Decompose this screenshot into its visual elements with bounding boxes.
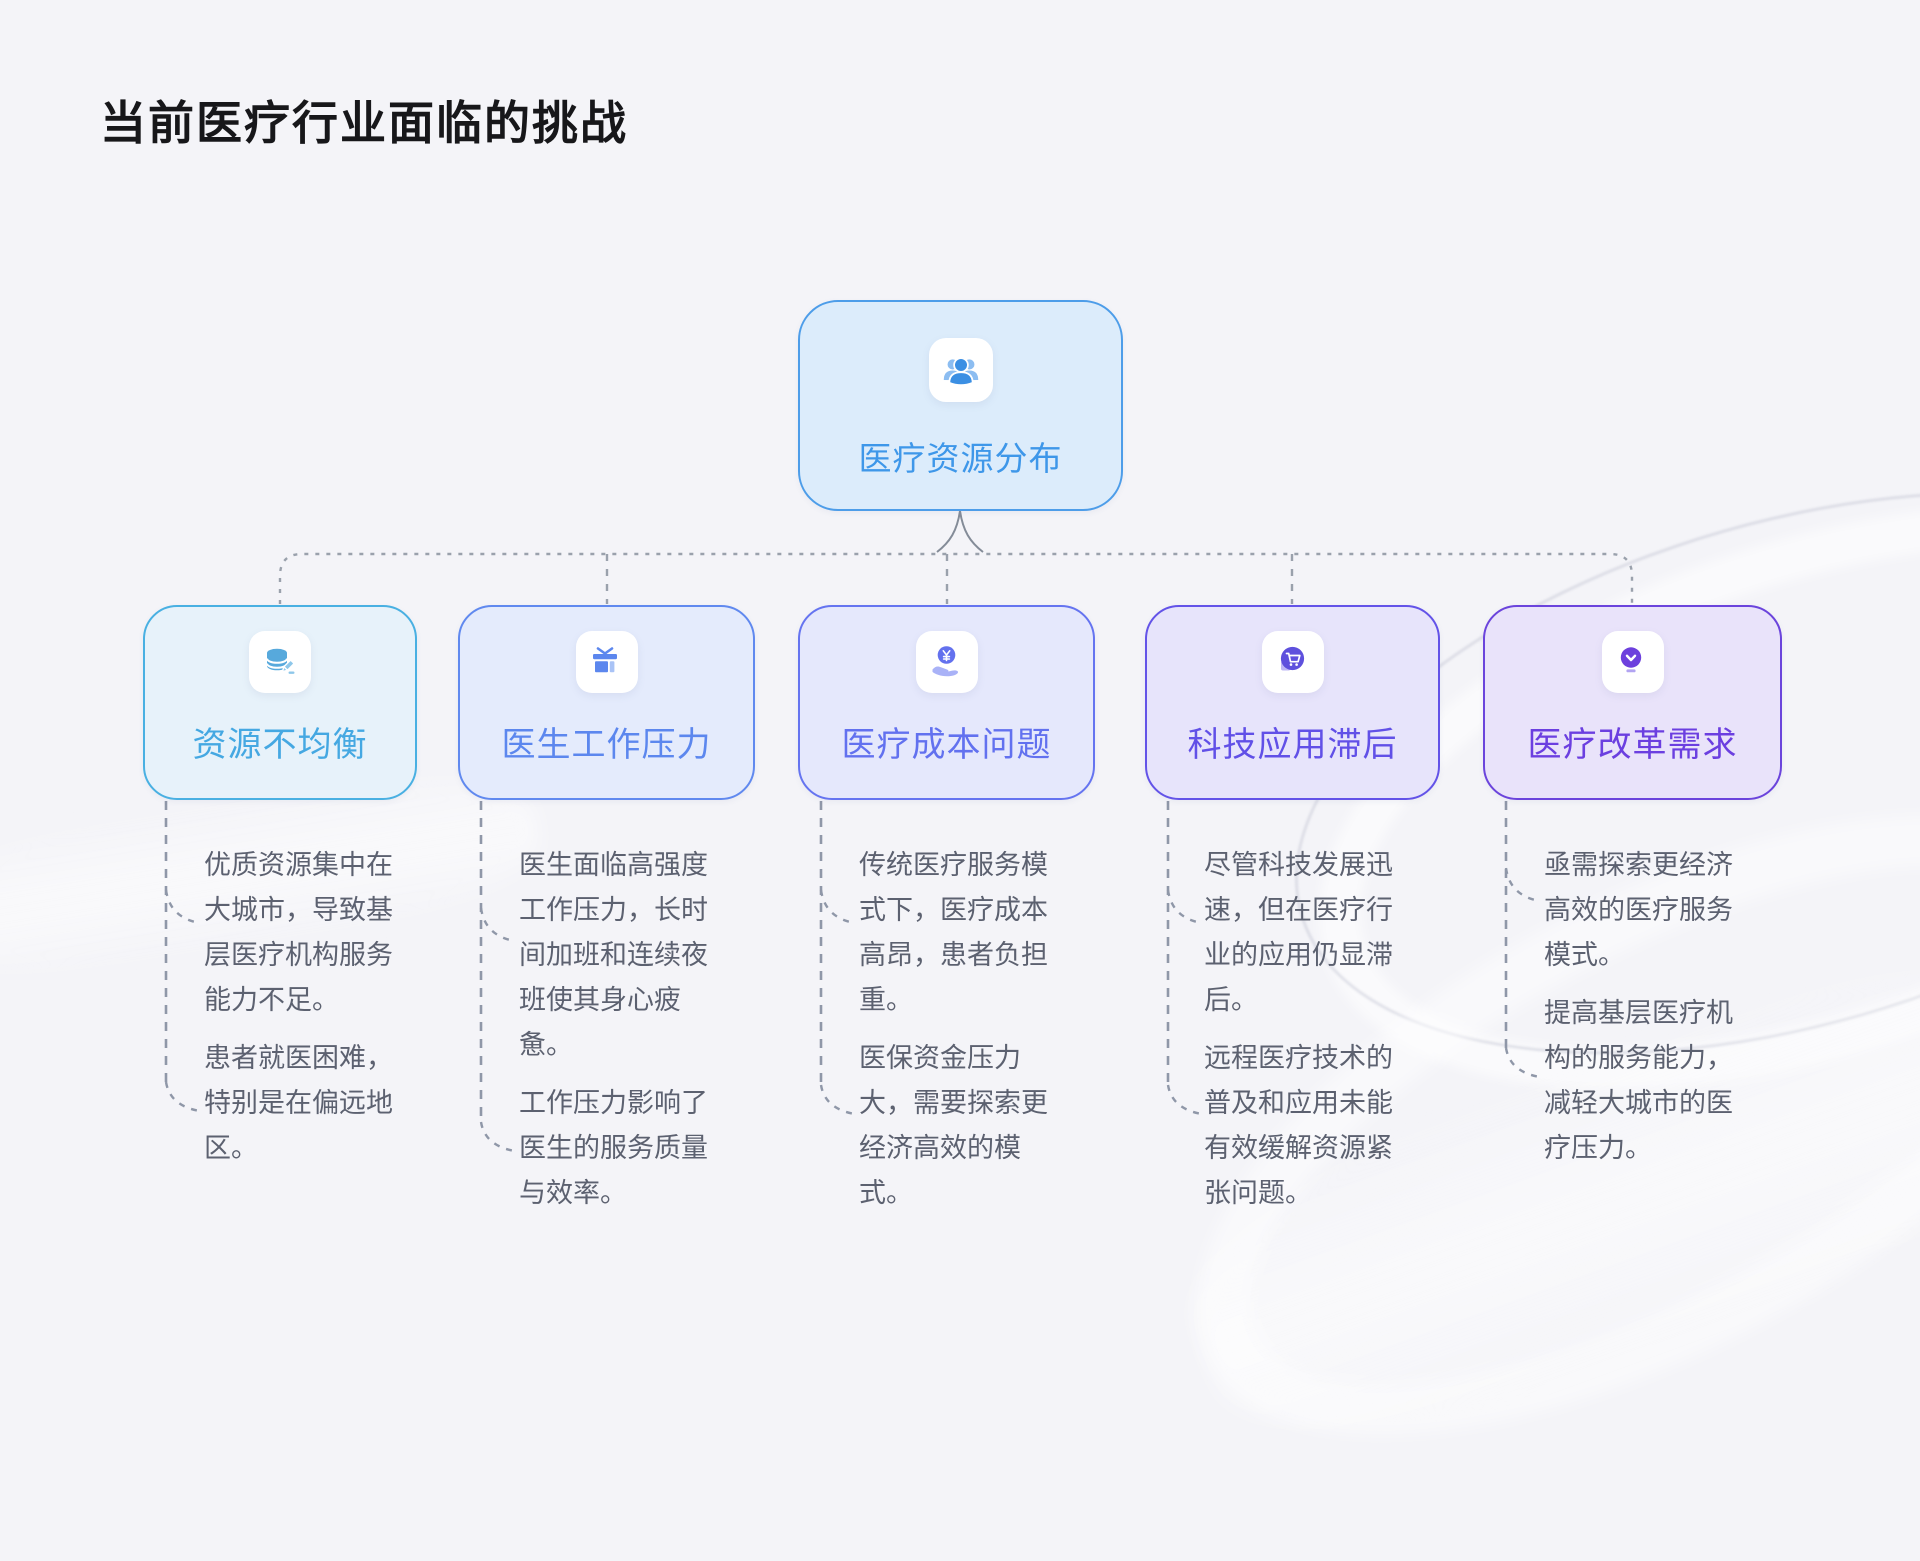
page-title: 当前医疗行业面临的挑战 [100, 96, 628, 149]
cart-icon [1261, 631, 1324, 693]
description-paragraph: 远程医疗技术的普及和应用未能有效缓解资源紧张问题。 [1204, 1043, 1393, 1208]
node-label: 医疗改革需求 [1527, 726, 1738, 764]
description-paragraph: 传统医疗服务模式下，医疗成本高昂，患者负担重。 [859, 850, 1048, 1015]
description-resource-imbalance: 优质资源集中在大城市，导致基层医疗机构服务能力不足。 患者就医困难，特别是在偏远… [204, 843, 400, 1184]
node-tech-application-lag[interactable]: 科技应用滞后 [1145, 605, 1440, 800]
node-label: 科技应用滞后 [1187, 726, 1398, 764]
node-doctor-work-pressure[interactable]: 医生工作压力 [458, 605, 755, 800]
database-edit-icon [249, 631, 311, 693]
node-medical-cost-problem[interactable]: 医疗成本问题 [798, 605, 1095, 800]
gift-icon [575, 631, 638, 693]
description-medical-reform-need: 亟需探索更经济高效的医疗服务模式。 提高基层医疗机构的服务能力，减轻大城市的医疗… [1544, 843, 1740, 1184]
description-paragraph: 医保资金压力大，需要探索更经济高效的模式。 [859, 1043, 1048, 1208]
node-medical-reform-need[interactable]: 医疗改革需求 [1483, 605, 1782, 800]
coin-hand-icon [915, 631, 978, 693]
description-tech-application-lag: 尽管科技发展迅速，但在医疗行业的应用仍显滞后。 远程医疗技术的普及和应用未能有效… [1204, 843, 1400, 1229]
description-paragraph: 患者就医困难，特别是在偏远地区。 [204, 1043, 393, 1163]
description-doctor-work-pressure: 医生面临高强度工作压力，长时间加班和连续夜班使其身心疲惫。 工作压力影响了医生的… [519, 843, 715, 1229]
node-medical-resource-distribution[interactable]: 医疗资源分布 [798, 300, 1123, 511]
node-resource-imbalance[interactable]: 资源不均衡 [143, 605, 417, 800]
description-paragraph: 医生面临高强度工作压力，长时间加班和连续夜班使其身心疲惫。 [519, 850, 708, 1060]
description-paragraph: 尽管科技发展迅速，但在医疗行业的应用仍显滞后。 [1204, 850, 1393, 1015]
people-group-icon [928, 338, 993, 402]
description-medical-cost-problem: 传统医疗服务模式下，医疗成本高昂，患者负担重。 医保资金压力大，需要探索更经济高… [859, 843, 1055, 1229]
description-paragraph: 提高基层医疗机构的服务能力，减轻大城市的医疗压力。 [1544, 998, 1733, 1163]
node-label: 资源不均衡 [192, 726, 368, 764]
description-paragraph: 工作压力影响了医生的服务质量与效率。 [519, 1088, 708, 1208]
bulb-icon [1601, 631, 1664, 693]
node-label: 医疗成本问题 [841, 726, 1052, 764]
node-label: 医疗资源分布 [858, 440, 1063, 477]
description-paragraph: 亟需探索更经济高效的医疗服务模式。 [1544, 850, 1733, 970]
node-label: 医生工作压力 [501, 726, 712, 764]
description-paragraph: 优质资源集中在大城市，导致基层医疗机构服务能力不足。 [204, 850, 393, 1015]
